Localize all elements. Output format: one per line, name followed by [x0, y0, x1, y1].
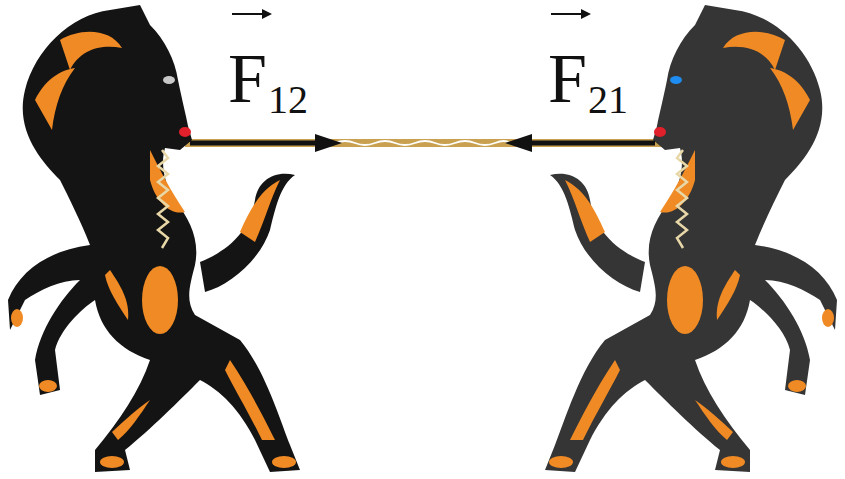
force-symbol: F [228, 44, 267, 114]
force-symbol: F [548, 44, 587, 114]
force-subscript: 21 [588, 80, 628, 120]
force-subscript: 12 [268, 80, 308, 120]
